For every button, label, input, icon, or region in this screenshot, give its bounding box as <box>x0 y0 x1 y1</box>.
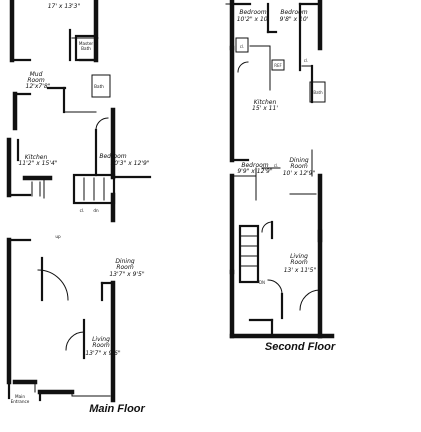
main-floor-caption: Main Floor <box>89 403 145 415</box>
main-dining-sub: Room <box>116 264 134 271</box>
second-kitchen-name: Kitchen <box>254 99 277 106</box>
mud-room-dims: 12'x7'8" <box>26 83 51 90</box>
second-living-sub: Room <box>290 259 308 266</box>
bedroom-a-name: Bedroom <box>239 9 266 16</box>
main-living-sub: Room <box>92 342 110 349</box>
bedroom-c-dims: 9'9" x 12'9" <box>237 168 273 175</box>
second-closet-b: cl. <box>304 58 309 63</box>
main-kitchen-name: Kitchen <box>25 154 48 161</box>
mud-room-name: Mud <box>30 71 43 78</box>
second-dining-dims: 10' x 12'9" <box>283 170 316 177</box>
bath-label: Bath <box>81 46 91 51</box>
second-closet-a: cl. <box>240 44 245 49</box>
main-living-name: Living <box>92 336 110 343</box>
main-bedroom-name: Bedroom <box>99 153 126 160</box>
main-dining-name: Dining <box>115 258 135 265</box>
main-floor-plan: 17' x 13'3" Master Bath Mud Room 12'x7'8… <box>6 0 152 415</box>
second-closet-c: cl. <box>274 163 279 168</box>
mud-room-sub: Room <box>27 77 45 84</box>
main-entrance-label: Entrance <box>11 399 30 404</box>
top-room-dims: 17' x 13'3" <box>48 3 81 10</box>
main-up-label: up <box>55 234 61 239</box>
ref-label: REF <box>274 63 282 68</box>
main-entrance-main: Main <box>15 394 25 399</box>
bedroom-b-name: Bedroom <box>280 9 307 16</box>
second-down-label: DN <box>259 280 265 285</box>
main-closet-label: cl. <box>80 208 85 213</box>
bedroom-c-name: Bedroom <box>241 162 268 169</box>
main-bedroom-dims: 10'3" x 12'9" <box>110 160 149 167</box>
bedroom-b-dims: 9'8" x 10' <box>280 16 309 23</box>
second-floor-plan: Bedroom 10'2" x 10' Bedroom 9'8" x 10' c… <box>225 0 336 353</box>
main-down-label: dn <box>93 208 99 213</box>
bedroom-a-dims: 10'2" x 10' <box>237 16 270 23</box>
second-living-dims: 13' x 11'5" <box>284 267 317 274</box>
second-kitchen-dims: 15' x 11' <box>252 105 278 112</box>
second-floor-caption: Second Floor <box>265 341 336 353</box>
second-dining-sub: Room <box>290 163 308 170</box>
main-dining-dims: 13'7" x 9'5" <box>109 271 145 278</box>
second-living-name: Living <box>290 253 308 260</box>
second-dining-name: Dining <box>289 157 309 164</box>
main-living-dims: 13'7" x 9'6" <box>85 350 121 357</box>
main-kitchen-dims: 11'2" x 15'4" <box>18 160 57 167</box>
bath-b-label: Bath <box>94 84 104 89</box>
master-label: Master <box>79 41 94 46</box>
second-bath-label: Bath <box>313 90 323 95</box>
